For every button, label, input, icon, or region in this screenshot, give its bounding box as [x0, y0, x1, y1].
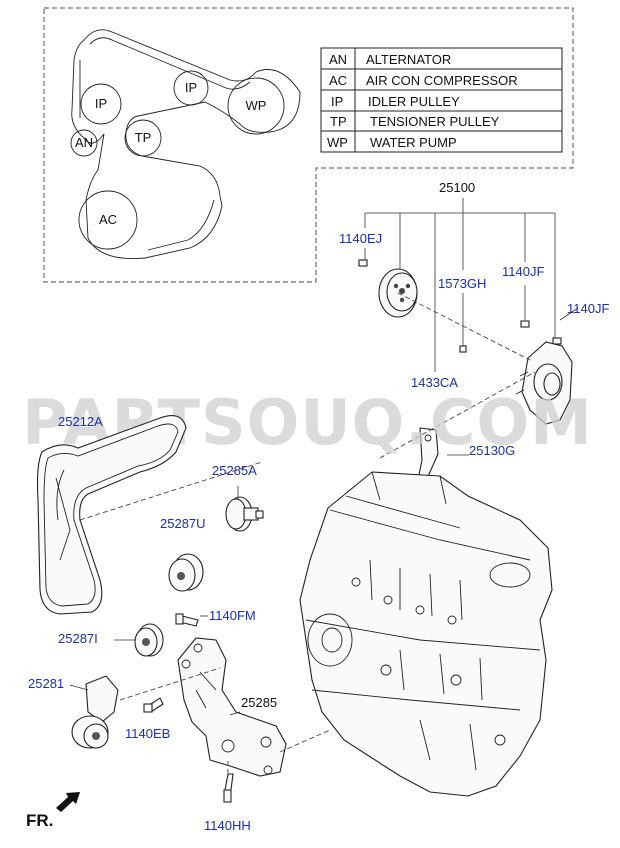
label-25281[interactable]: 25281 [28, 676, 64, 691]
bolt-1140jf-b [552, 337, 562, 345]
label-1573gh[interactable]: 1573GH [438, 276, 486, 291]
part-labels: 25100 1140EJ 1573GH 1140JF 1140JF 1433CA… [28, 180, 609, 833]
bolt-1573gh [459, 345, 467, 353]
routing-label-tp: TP [135, 130, 152, 145]
label-1140fm[interactable]: 1140FM [209, 608, 256, 623]
routing-pulley-ip-left [80, 83, 122, 125]
routing-label-ac: AC [99, 212, 117, 227]
routing-pulley-an [70, 129, 98, 157]
label-1140hh[interactable]: 1140HH [204, 818, 251, 833]
legend-code-an: AN [329, 52, 347, 67]
water-pump-group [358, 198, 579, 546]
legend-code-ac: AC [329, 73, 347, 88]
bolt-1140eb [143, 697, 164, 713]
tensioner-pulley-25287i [134, 623, 164, 657]
bolt-1140jf-a [520, 320, 530, 328]
label-1433ca[interactable]: 1433CA [411, 375, 458, 390]
label-25287i[interactable]: 25287I [58, 631, 98, 646]
leader-lines [69, 454, 469, 716]
bolt-1140fm [175, 613, 199, 627]
legend-name-an: ALTERNATOR [366, 52, 451, 67]
legend-name-wp: WATER PUMP [370, 135, 457, 150]
legend-code-wp: WP [327, 135, 348, 150]
water-pump-housing [515, 341, 573, 425]
engine-block [299, 471, 553, 797]
label-25130g[interactable]: 25130G [469, 443, 515, 458]
drive-belt [36, 415, 187, 615]
tensioner-25281 [71, 675, 119, 749]
routing-label-wp: WP [246, 98, 267, 113]
routing-pulley-tp [124, 119, 162, 157]
label-25285[interactable]: 25285 [241, 695, 277, 710]
idler-pulley-25285a [225, 496, 264, 532]
routing-pulley-ac [78, 190, 138, 250]
front-arrow-icon [56, 792, 80, 812]
bolt-1140ej [358, 259, 368, 267]
routing-label-ip-left: IP [95, 96, 107, 111]
label-1140eb[interactable]: 1140EB [125, 726, 170, 741]
idler-pulley-25287u [168, 553, 204, 592]
legend-name-ip: IDLER PULLEY [368, 94, 460, 109]
label-25285a[interactable]: 25285A [212, 463, 257, 478]
legend-table: AN ALTERNATOR AC AIR CON COMPRESSOR IP I… [320, 47, 563, 153]
bolt-1140hh [223, 773, 234, 803]
label-25212a[interactable]: 25212A [58, 414, 103, 429]
routing-frame [43, 7, 574, 283]
front-direction: FR. [26, 792, 80, 830]
routing-pulley-wp [227, 77, 285, 135]
label-1140jf-a[interactable]: 1140JF [502, 264, 544, 279]
front-label: FR. [26, 811, 53, 830]
legend-name-tp: TENSIONER PULLEY [370, 114, 500, 129]
label-1140ej[interactable]: 1140EJ [339, 231, 382, 246]
legend-code-tp: TP [330, 114, 347, 129]
legend-name-ac: AIR CON COMPRESSOR [366, 73, 518, 88]
routing-pulley-ip-top [173, 70, 209, 106]
routing-label-ip-top: IP [185, 80, 197, 95]
label-1140jf-b[interactable]: 1140JF [567, 301, 609, 316]
legend-code-ip: IP [331, 94, 343, 109]
label-25287u[interactable]: 25287U [160, 516, 206, 531]
belt-routing-diagram: IP WP IP AN TP AC [70, 29, 301, 259]
label-25100[interactable]: 25100 [439, 180, 475, 195]
routing-label-an: AN [75, 135, 93, 150]
